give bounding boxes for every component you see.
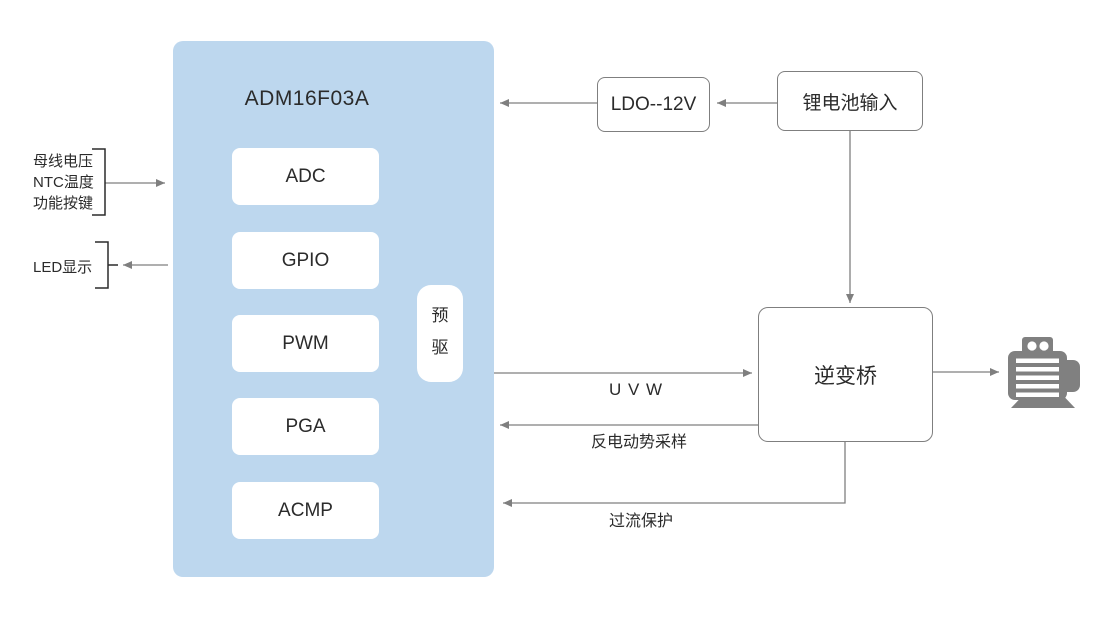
- chip-module-gpio: GPIO: [232, 232, 379, 289]
- bemf-sampling-label: 反电动势采样: [590, 434, 687, 451]
- overcurrent-protection-label: 过流保护: [608, 513, 673, 530]
- chip-module-pwm: PWM: [232, 315, 379, 372]
- chip-module-pga: PGA: [232, 398, 379, 455]
- chip-title: ADM16F03A: [244, 87, 370, 110]
- led-bracket: [95, 241, 109, 289]
- chip-block: ADM16F03A ADC GPIO PWM PGA ACMP 预驱: [173, 41, 494, 577]
- input-line-bus-voltage: 母线电压: [33, 153, 94, 170]
- uvw-signal-label: U V W: [608, 380, 664, 399]
- battery-input-block: 锂电池输入: [777, 71, 923, 131]
- chip-module-acmp: ACMP: [232, 482, 379, 539]
- ldo-block: LDO--12V: [597, 77, 710, 132]
- chip-module-adc: ADC: [232, 148, 379, 205]
- inverter-bridge-block: 逆变桥: [758, 307, 933, 442]
- input-line-function-keys: 功能按键: [33, 195, 94, 212]
- inputs-bracket: [92, 148, 106, 216]
- led-display-label: LED显示: [33, 259, 93, 276]
- input-line-ntc-temp: NTC温度: [33, 174, 94, 191]
- chip-module-predriver: 预驱: [417, 285, 463, 382]
- bus-inputs-label-group: 母线电压 NTC温度 功能按键: [33, 151, 94, 214]
- motor-icon: [1008, 337, 1080, 408]
